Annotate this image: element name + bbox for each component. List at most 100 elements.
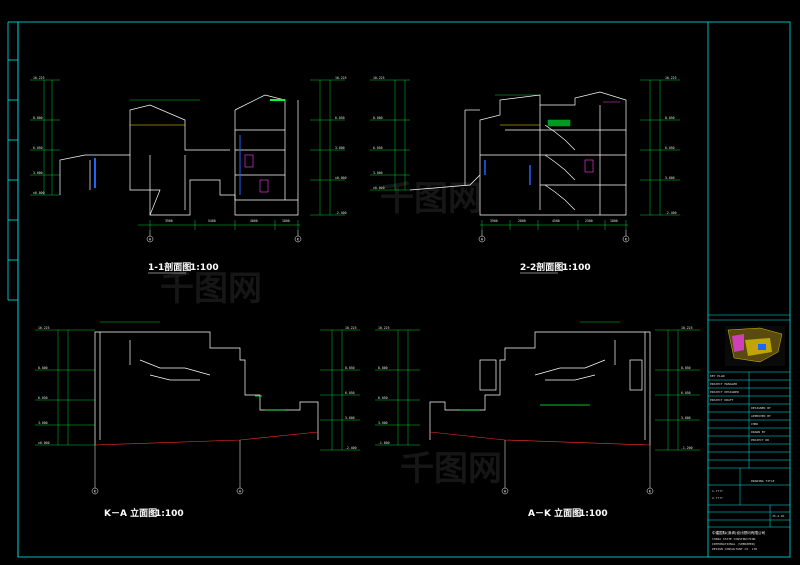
tb-company-en1: CHINA STATE CONSTRUCTION bbox=[712, 537, 756, 541]
e2-grid-k: K bbox=[649, 489, 652, 493]
e2-ground-line bbox=[429, 431, 651, 446]
e2-lvl-l1: 8.800 bbox=[378, 366, 388, 370]
e2-level-lines bbox=[375, 321, 700, 451]
s11-level-labels: 10.225 8.800 6.050 3.000 ±0.000 10.225 6… bbox=[33, 76, 347, 223]
watermark: 千图网 千图网 千图网 bbox=[160, 179, 502, 489]
e1-lvl-r0: 10.225 bbox=[345, 326, 357, 330]
s22-title: 2-2剖面图 1:100 bbox=[520, 261, 591, 274]
s11-level-lines bbox=[30, 79, 345, 230]
s11-lvl-l0: 10.225 bbox=[33, 76, 45, 80]
s11-lvl-r2: 3.000 bbox=[335, 146, 345, 150]
s22-title-scale: 1:100 bbox=[562, 263, 591, 273]
watermark-text-3: 千图网 bbox=[160, 269, 262, 309]
s22-dim-0: 3900 bbox=[490, 219, 498, 223]
section-1-1: 10.225 8.800 6.050 3.000 ±0.000 10.225 6… bbox=[30, 76, 347, 274]
e1-building-outline bbox=[94, 331, 319, 445]
s11-grid-markers bbox=[146, 230, 302, 243]
s11-dim-2: 4800 bbox=[250, 219, 258, 223]
s11-lvl-r3: ±0.000 bbox=[335, 176, 347, 180]
s11-dim-1: 5400 bbox=[208, 219, 216, 223]
tb-note-2: 2-???? bbox=[712, 496, 723, 500]
s22-lvl-l4: ±0.000 bbox=[373, 186, 385, 190]
e2-lvl-r0: 10.225 bbox=[681, 326, 693, 330]
e1-title-text: K－A 立面图 bbox=[104, 507, 157, 519]
s11-lvl-l3: 3.000 bbox=[33, 171, 43, 175]
tb-row-6: CHKD bbox=[751, 422, 758, 426]
s11-lvl-l4: ±0.000 bbox=[33, 191, 45, 195]
s22-lvl-r4: -2.400 bbox=[665, 211, 677, 215]
e2-title-scale: 1:100 bbox=[579, 509, 608, 519]
s22-grid-markers bbox=[478, 230, 630, 243]
s11-grid-k: K bbox=[297, 237, 300, 241]
title-block bbox=[708, 314, 790, 528]
s22-grid-k: K bbox=[625, 237, 628, 241]
e2-lvl-l3: 3.000 bbox=[378, 421, 388, 425]
e2-lvl-r1: 8.050 bbox=[681, 366, 691, 370]
s22-lvl-l0: 10.225 bbox=[373, 76, 385, 80]
tb-note-1: 1-???? bbox=[712, 489, 723, 493]
e2-lvl-r4: -1.200 bbox=[681, 446, 693, 450]
tb-row-4: DESIGNED BY bbox=[751, 406, 771, 410]
s22-level-lines bbox=[370, 79, 680, 230]
e1-green-marks bbox=[255, 395, 285, 411]
s11-title: 1-1剖面图 1:100 bbox=[148, 261, 219, 274]
key-plan-image bbox=[725, 326, 785, 366]
e1-lvl-l3: 3.000 bbox=[38, 421, 48, 425]
e1-level-labels: 10.225 8.800 6.050 3.000 ±0.000 10.225 8… bbox=[38, 326, 357, 450]
e1-lvl-l4: ±0.000 bbox=[38, 441, 50, 445]
s22-lvl-l2: 6.050 bbox=[373, 146, 383, 150]
e1-lvl-r1: 8.050 bbox=[345, 366, 355, 370]
s11-lvl-r0: 10.225 bbox=[335, 76, 347, 80]
tb-row-8: PROJECT NO bbox=[751, 438, 769, 442]
s22-lvl-r1: 8.050 bbox=[665, 116, 675, 120]
e2-grid-markers bbox=[501, 440, 654, 495]
e1-level-lines bbox=[35, 321, 360, 451]
watermark-text-2: 千图网 bbox=[400, 449, 502, 489]
section-2-2: 10.225 8.800 6.050 3.000 ±0.000 10.225 8… bbox=[370, 76, 680, 274]
s22-dim-4: 1800 bbox=[610, 219, 618, 223]
e1-lvl-l0: 10.225 bbox=[38, 326, 50, 330]
e2-title: A－K 立面图 1:100 bbox=[528, 507, 608, 519]
s22-lvl-l3: 3.000 bbox=[373, 171, 383, 175]
e2-lvl-r3: 3.000 bbox=[681, 416, 691, 420]
e1-ground-line bbox=[94, 431, 319, 446]
tb-row-7: DRAWN BY bbox=[751, 430, 766, 434]
s22-dim-1: 2800 bbox=[518, 219, 526, 223]
s11-title-text: 1-1剖面图 bbox=[148, 261, 191, 273]
e1-lvl-r3: 3.000 bbox=[345, 416, 355, 420]
e2-title-text: A－K 立面图 bbox=[528, 507, 581, 519]
e1-grid-k: K bbox=[94, 489, 97, 493]
s22-building-outline bbox=[409, 91, 627, 216]
e2-level-labels: 10.225 8.800 6.050 3.000 -1.600 10.225 8… bbox=[378, 326, 693, 450]
e2-building-outline bbox=[429, 331, 651, 445]
s11-title-scale: 1:100 bbox=[190, 263, 219, 273]
tb-company-cn: 中建国际(深圳)设计顾问有限公司 bbox=[712, 530, 766, 535]
s11-grid-a: A bbox=[149, 237, 152, 241]
title-block-text: KEY PLAN PROJECT MANAGER PROJECT DESIGNE… bbox=[710, 374, 785, 551]
tb-company-en3: DESIGN CONSULTANT CO. LTD bbox=[712, 547, 757, 551]
e1-title: K－A 立面图 1:100 bbox=[104, 507, 184, 519]
s22-lvl-r2: 6.050 bbox=[665, 146, 675, 150]
elevation-k-a: 10.225 8.800 6.050 3.000 ±0.000 10.225 8… bbox=[35, 321, 360, 519]
e1-lvl-l2: 6.050 bbox=[38, 396, 48, 400]
s11-lvl-r4: -2.400 bbox=[335, 211, 347, 215]
e2-lvl-l2: 6.050 bbox=[378, 396, 388, 400]
e2-green-marks bbox=[460, 404, 590, 411]
e2-lvl-r2: 6.050 bbox=[681, 391, 691, 395]
tb-row-9: DRAWING TITLE bbox=[751, 479, 775, 483]
e2-grid-a: A bbox=[504, 489, 507, 493]
s11-dim-0: 3900 bbox=[165, 219, 173, 223]
e1-grid-a: A bbox=[239, 489, 242, 493]
s22-title-text: 2-2剖面图 bbox=[520, 261, 563, 273]
tb-sheet-no: JS-2-01 bbox=[772, 514, 785, 518]
s22-dim-3: 2300 bbox=[585, 219, 593, 223]
s11-lvl-r1: 6.050 bbox=[335, 116, 345, 120]
s22-grid-a: A bbox=[481, 237, 484, 241]
tb-row-0: KEY PLAN bbox=[710, 374, 725, 378]
tb-row-2: PROJECT DESIGNER bbox=[710, 390, 739, 394]
s11-lvl-l2: 6.050 bbox=[33, 146, 43, 150]
s22-lvl-l1: 8.800 bbox=[373, 116, 383, 120]
s11-building-outline bbox=[59, 94, 299, 216]
s11-highlights bbox=[94, 99, 285, 195]
